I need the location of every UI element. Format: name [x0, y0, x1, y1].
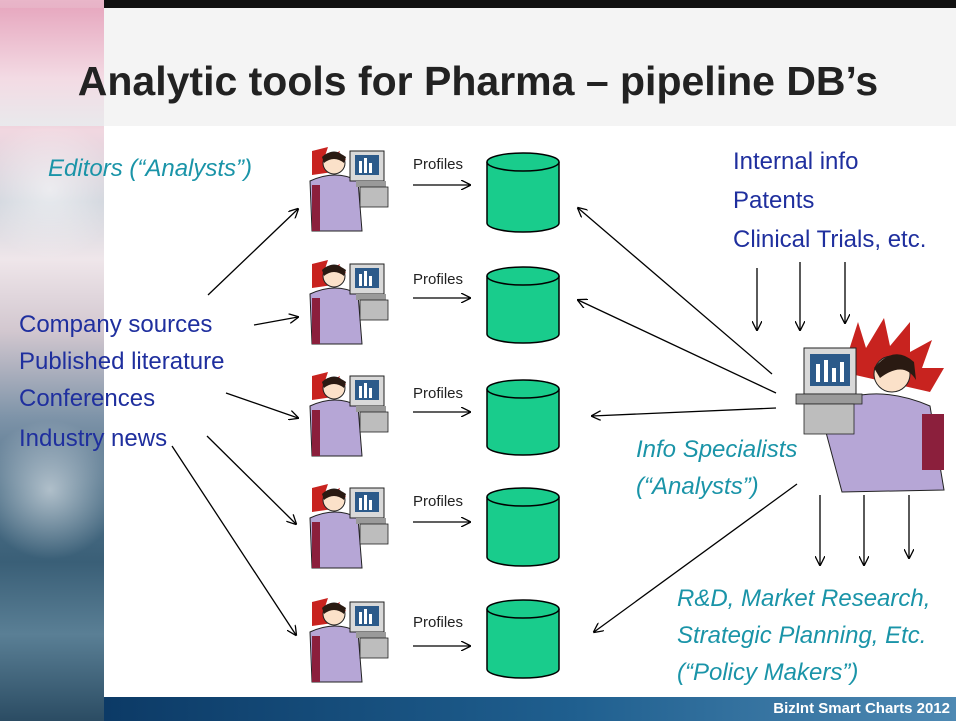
slide-title: Analytic tools for Pharma – pipeline DB’… — [77, 58, 879, 104]
source-arrow — [206, 435, 296, 524]
top-band — [104, 0, 956, 8]
editor-figure-icon — [309, 371, 389, 457]
internal-clinical: Clinical Trials, etc. — [733, 226, 927, 253]
profiles-label-3: Profiles — [413, 385, 464, 402]
database-icon — [486, 379, 560, 456]
policy-line-3: (“Policy Makers”) — [677, 659, 859, 686]
footer-text: BizInt Smart Charts 2012 — [773, 700, 950, 717]
specialist-arrow — [594, 483, 798, 632]
specialist-arrow — [592, 407, 777, 416]
editors-label: Editors (“Analysts”) — [48, 155, 253, 182]
database-icon — [486, 487, 560, 567]
profiles-label-1: Profiles — [413, 156, 464, 173]
policy-line-2: Strategic Planning, Etc. — [677, 622, 927, 649]
source-arrow — [171, 445, 296, 635]
source-company: Company sources — [19, 311, 213, 338]
editor-figure-icon — [309, 597, 389, 683]
info-specialists-sub: (“Analysts”) — [636, 473, 759, 500]
profiles-label-5: Profiles — [413, 614, 464, 631]
source-conferences: Conferences — [19, 385, 156, 412]
profiles-label-2: Profiles — [413, 271, 464, 288]
specialist-figure-icon — [795, 318, 945, 493]
internal-info: Internal info — [733, 148, 859, 175]
strip-glow — [0, 420, 120, 560]
bottom-band — [104, 697, 956, 721]
info-specialists-label: Info Specialists — [636, 436, 798, 463]
source-arrow — [225, 392, 298, 418]
policy-line-1: R&D, Market Research, — [677, 585, 931, 612]
database-icon — [486, 266, 560, 344]
database-icon — [486, 152, 560, 233]
specialist-arrow — [578, 208, 773, 375]
source-news: Industry news — [19, 425, 168, 452]
editor-figure-icon — [309, 483, 389, 569]
editor-figure-icon — [309, 146, 389, 232]
profiles-label-4: Profiles — [413, 493, 464, 510]
title-area — [0, 8, 956, 126]
source-literature: Published literature — [19, 348, 225, 375]
editor-figure-icon — [309, 259, 389, 345]
internal-patents: Patents — [733, 187, 815, 214]
source-arrow — [253, 317, 298, 326]
strip-glow — [0, 120, 120, 260]
database-icon — [486, 599, 560, 679]
specialist-arrow — [578, 300, 777, 394]
source-arrow — [207, 209, 298, 296]
